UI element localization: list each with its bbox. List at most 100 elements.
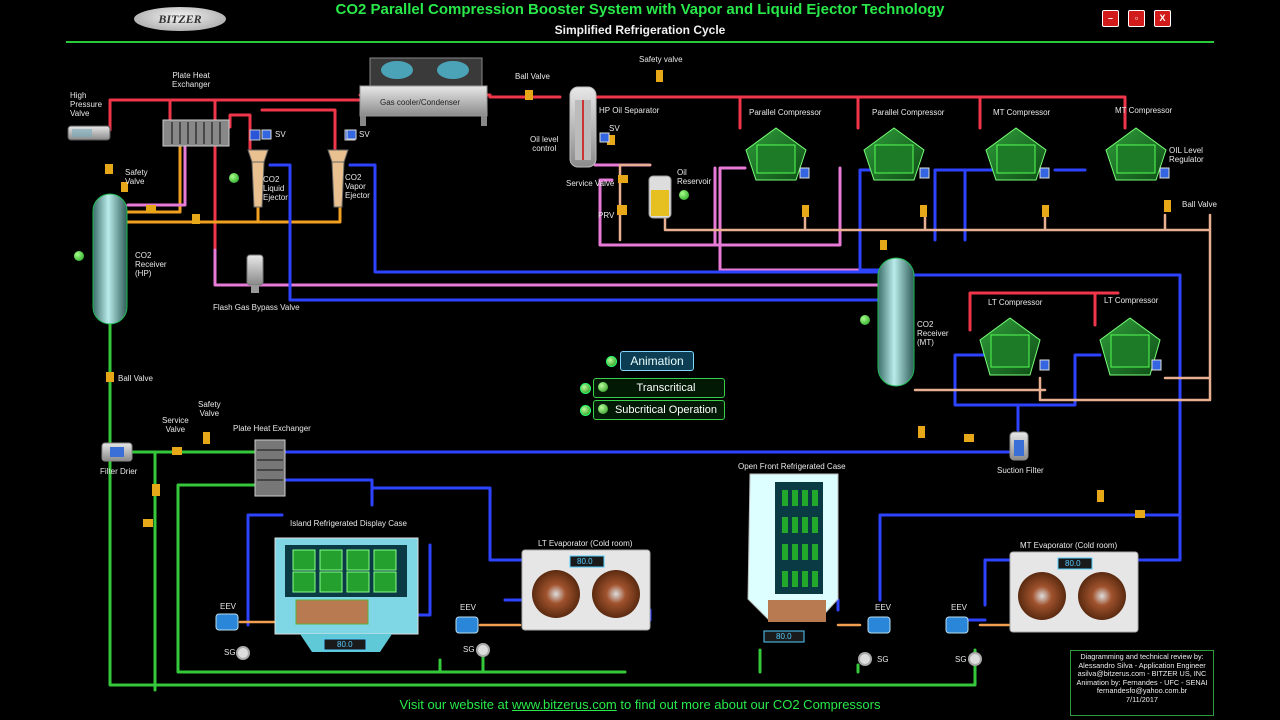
label-eev-lt: EEV	[460, 603, 477, 612]
lt-compressor-1	[979, 317, 1041, 376]
high-pressure-valve[interactable]	[67, 125, 111, 141]
label-co2-receiver-mt: CO2 Receiver (MT)	[917, 320, 949, 348]
sg-open-case	[858, 652, 872, 666]
transcritical-led-icon	[598, 382, 608, 392]
co2-receiver-hp	[92, 193, 128, 325]
hp-oil-separator	[569, 86, 597, 168]
credits-line: Diagramming and technical review by:	[1080, 652, 1204, 661]
mt-evaporator	[1009, 551, 1139, 633]
label-mt-compressor-1: MT Compressor	[993, 108, 1051, 117]
compressors[interactable]	[745, 127, 1167, 376]
transcritical-operation-button[interactable]: Transcritical Operation	[593, 378, 725, 412]
animation-button[interactable]: Animation	[620, 351, 694, 371]
label-service-valve-top: Service Valve	[566, 179, 615, 188]
suction-line-mt	[268, 163, 1135, 302]
label-lt-compressor-1: LT Compressor	[988, 298, 1043, 307]
label-sv-1: SV	[275, 130, 286, 139]
label-mt-compressor-2: MT Compressor	[1115, 106, 1173, 115]
label-lt-compressor-2: LT Compressor	[1104, 296, 1159, 305]
label-ball-valve-right: Ball Valve	[1182, 200, 1217, 209]
subcritical-operation-button[interactable]: Subcritical Operation	[593, 400, 725, 420]
sg-mt	[968, 652, 982, 666]
label-co2-vapor-ejector: CO2 Vapor Ejector	[345, 173, 370, 201]
label-eev-mt: EEV	[951, 603, 968, 612]
label-parallel-compressor-2: Parallel Compressor	[872, 108, 945, 117]
label-sv-2: SV	[359, 130, 370, 139]
credits-line: Animation by: Fernandes - UFC - SENAI	[1076, 677, 1208, 687]
label-eev-island: EEV	[220, 602, 237, 611]
credits-line: 7/11/2017	[1126, 694, 1158, 704]
label-plate-hx-bottom: Plate Heat Exchanger	[233, 424, 311, 433]
oil-reservoir-status-led	[679, 190, 689, 200]
label-parallel-compressor-1: Parallel Compressor	[749, 108, 822, 117]
sg-island	[236, 646, 250, 660]
label-eev-open-case: EEV	[875, 603, 892, 612]
label-sg-open-case: SG	[877, 655, 889, 664]
co2-liquid-ejector[interactable]	[247, 129, 269, 208]
eev-lt	[455, 616, 479, 634]
eev-mt	[945, 616, 969, 634]
credits-line: asilva@bitzerus.com - BITZER US, INC	[1077, 669, 1207, 678]
transcritical-indicator-led	[580, 383, 591, 394]
subcritical-led-icon	[598, 404, 608, 414]
parallel-compressor-2	[863, 127, 925, 181]
label-sv-3: SV	[609, 124, 620, 133]
label-plate-hx-top: Plate Heat Exchanger	[172, 71, 211, 90]
ejector-status-led	[229, 173, 239, 183]
suction-line-lt	[878, 273, 1182, 607]
animation-button-label: Animation	[630, 354, 684, 368]
label-sg-island: SG	[224, 648, 236, 657]
label-co2-liquid-ejector: CO2 Liquid Ejector	[263, 175, 288, 203]
suction-filter	[1009, 431, 1029, 461]
lt-discharge-line	[968, 291, 1120, 332]
temp-display-open-case: 80.0	[776, 632, 792, 641]
bitzer-logo: BITZER	[134, 7, 226, 31]
subcritical-indicator-led	[580, 405, 591, 416]
solenoid-valves[interactable]	[261, 129, 1170, 371]
subcritical-label: Subcritical Operation	[614, 404, 718, 416]
lt-evaporator	[521, 549, 651, 631]
co2-receiver-mt	[877, 257, 915, 387]
maximize-button[interactable]: ▫	[1128, 10, 1145, 27]
small-valves[interactable]	[105, 70, 1171, 527]
label-safety-valve-left: Safety Valve	[125, 168, 148, 187]
footer: Visit our website at www.bitzerus.com to…	[0, 697, 1280, 712]
plate-heat-exchanger-bottom	[254, 439, 286, 497]
parallel-compressor-1	[745, 127, 807, 181]
label-hp-valve: High Pressure Valve	[70, 91, 103, 119]
label-open-front-case: Open Front Refrigerated Case	[738, 462, 846, 471]
footer-suffix: to find out more about our CO2 Compresso…	[616, 697, 881, 712]
label-lt-evaporator: LT Evaporator (Cold room)	[538, 539, 633, 548]
label-flash-gas-bypass: Flash Gas Bypass Valve	[213, 303, 300, 312]
label-ball-valve-left: Ball Valve	[118, 374, 153, 383]
filter-drier	[101, 442, 133, 462]
minimize-button[interactable]: –	[1102, 10, 1119, 27]
website-link[interactable]: www.bitzerus.com	[512, 697, 617, 712]
eev-valves[interactable]	[215, 613, 969, 634]
label-suction-filter: Suction Filter	[997, 466, 1044, 475]
credits-box: Diagramming and technical review by: Ale…	[1070, 650, 1214, 716]
lt-compressor-2	[1099, 317, 1161, 376]
label-safety-valve-bottom: Safety Valve	[198, 400, 221, 419]
sg-lt	[476, 643, 490, 657]
temp-display-mt: 80.0	[1065, 559, 1081, 568]
close-button[interactable]: X	[1154, 10, 1171, 27]
sight-glasses	[236, 643, 982, 666]
label-oil-reservoir: Oil Reservoir	[677, 168, 712, 187]
label-sg-mt: SG	[955, 655, 967, 664]
eev-lines	[238, 620, 1012, 627]
mt-compressor-2	[1105, 127, 1167, 181]
island-display-case	[274, 537, 419, 652]
label-sg-lt: SG	[463, 645, 475, 654]
footer-prefix: Visit our website at	[399, 697, 512, 712]
label-mt-evaporator: MT Evaporator (Cold room)	[1020, 541, 1118, 550]
flash-gas-bypass-valve[interactable]	[246, 254, 264, 293]
gas-cooler[interactable]	[359, 57, 488, 126]
animation-indicator-led	[606, 356, 617, 367]
eev-open-case	[867, 616, 891, 634]
label-oil-level-regulator: OIL Level Regulator	[1169, 146, 1204, 165]
credits-line: Alessandro Silva - Application Engineer	[1078, 660, 1206, 670]
mt-compressor-1	[985, 127, 1047, 181]
label-safety-valve-top: Safety valve	[639, 55, 683, 64]
page-subtitle: Simplified Refrigeration Cycle	[554, 23, 726, 37]
